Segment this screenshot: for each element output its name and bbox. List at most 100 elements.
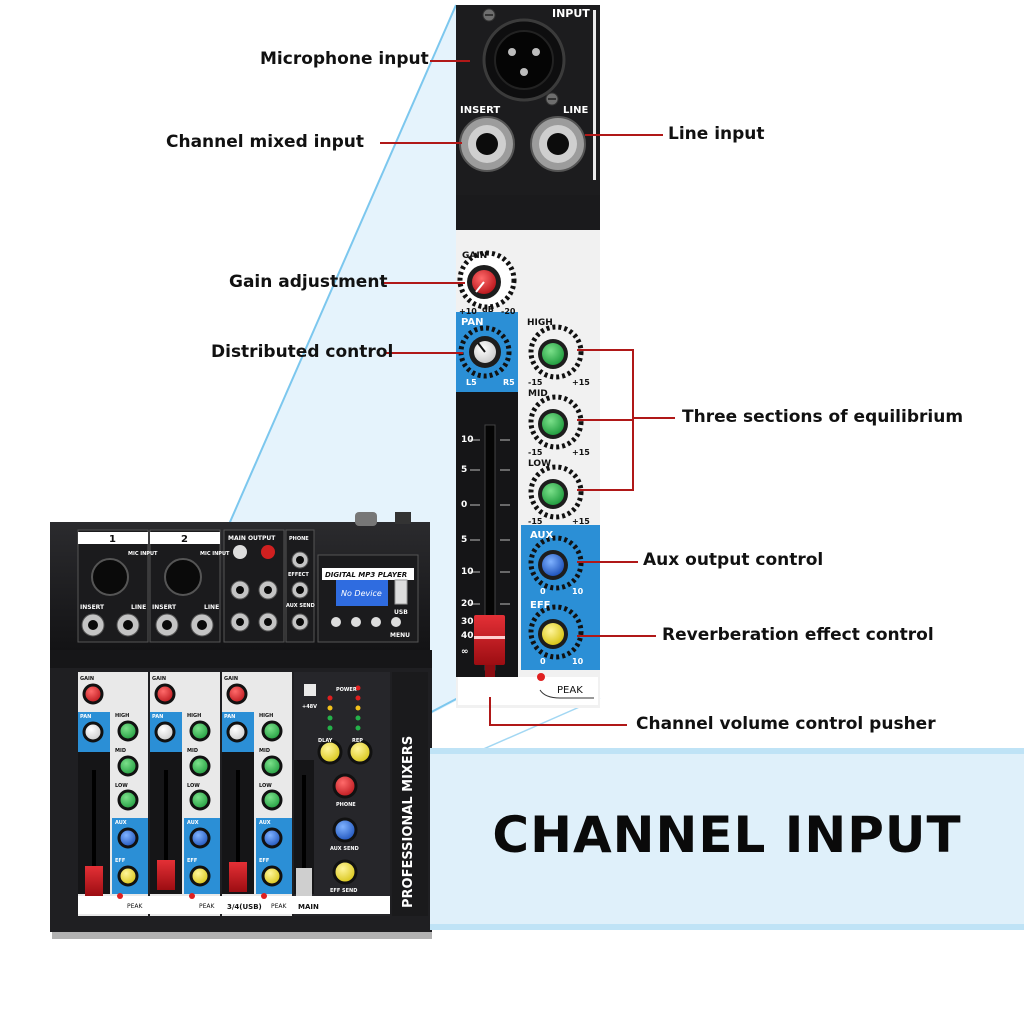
fader-ticks [470,439,510,605]
pan-right-label: R5 [503,378,515,387]
mixer-gain-knob[interactable] [82,683,104,705]
mixer-line-label: LINE [204,604,219,611]
mixer-eff-knob[interactable] [261,865,283,887]
mixer-low-knob[interactable] [189,789,211,811]
mixer-low-label: LOW [259,783,272,789]
mixer-high-label: HIGH [115,713,129,719]
callout-three-sections: Three sections of equilibrium [682,407,964,427]
mixer-effect-label: EFFECT [288,572,309,578]
fader-scale-label: 5 [461,535,467,545]
level-leds [327,685,361,731]
banner-title: CHANNEL INPUT [492,806,962,864]
callout-reverb-effect: Reverberation effect control [662,625,934,645]
callout-distributed-control: Distributed control [211,342,394,362]
mixer-gain-knob[interactable] [226,683,248,705]
callout-volume-pusher: Channel volume control pusher [636,714,936,734]
xlr-microphone-jack[interactable] [482,18,566,102]
gain-knob[interactable] [457,250,517,310]
eq-low-knob[interactable] [528,464,584,520]
mixer-aux-label: AUX [187,820,199,826]
mixer-brand: PROFESSIONAL MIXERS [401,736,416,908]
eq-mid-knob[interactable] [528,394,584,450]
strip-input-label: INPUT [552,7,590,20]
mixer-eff-knob[interactable] [117,865,139,887]
mixer-unit [50,512,432,939]
fader-scale-label: 10 [461,435,474,445]
dlay-knob[interactable] [317,739,343,765]
mixer-mic-input-label: MIC INPUT [200,551,230,557]
pan-label: PAN [461,317,484,328]
mixer-mp3-title: DIGITAL MP3 PLAYER [325,571,407,579]
mixer-gain-label: GAIN [80,676,94,682]
callout-line-input: Line input [668,124,765,144]
eff-send-knob[interactable] [332,859,358,885]
line-jack[interactable] [530,116,586,172]
mixer-ch1-label: 1 [109,534,116,545]
mixer-fader[interactable] [85,770,103,896]
aux-send-knob[interactable] [332,817,358,843]
mixer-eff-knob[interactable] [189,865,211,887]
mid-label: MID [528,389,548,399]
mixer-xlr-2[interactable] [164,558,202,596]
callout-channel-mixed-input: Channel mixed input [166,132,364,152]
strip-line-label: LINE [563,105,588,116]
mixer-aux-send-label: AUX SEND [286,603,315,609]
eq-high-knob[interactable] [528,324,584,380]
phantom-switch[interactable] [304,684,316,696]
mixer-mid-label: MID [259,748,270,754]
mixer-high-knob[interactable] [189,720,211,742]
title-banner: CHANNEL INPUT [430,748,1024,930]
mixer-main-output-label: MAIN OUTPUT [228,535,276,542]
play-button[interactable] [371,617,381,627]
eff-knob[interactable] [528,604,584,660]
rep-knob[interactable] [347,739,373,765]
mixer-phone-label: PHONE [289,536,309,542]
next-button[interactable] [351,617,361,627]
aux-knob[interactable] [528,535,584,591]
mixer-main-fader[interactable] [296,775,312,898]
mixer-peak-label: PEAK [271,903,288,910]
mixer-mid-knob[interactable] [189,755,211,777]
mixer-pan-knob[interactable] [226,721,248,743]
mixer-mid-knob[interactable] [261,755,283,777]
mixer-eff-label: EFF [187,858,197,864]
pan-knob[interactable] [458,325,512,379]
fader-scale-label: 40 [461,631,474,641]
mixer-rep-label: REP [352,738,363,744]
mixer-fader[interactable] [229,770,247,892]
prev-button[interactable] [331,617,341,627]
callout-gain-adjustment: Gain adjustment [229,272,388,292]
mixer-fader[interactable] [157,770,175,890]
mixer-high-label: HIGH [259,713,273,719]
mixer-xlr-1[interactable] [91,558,129,596]
mixer-phantom-label: +48V [302,704,317,710]
gain-label: GAIN [462,251,487,261]
menu-button[interactable] [391,617,401,627]
mixer-aux-knob[interactable] [189,827,211,849]
mixer-menu-label: MENU [390,632,410,639]
mixer-high-knob[interactable] [117,720,139,742]
mixer-low-knob[interactable] [261,789,283,811]
mixer-gain-knob[interactable] [154,683,176,705]
mixer-high-label: HIGH [187,713,201,719]
mixer-aux-knob[interactable] [261,827,283,849]
rca-white[interactable] [233,545,247,559]
fader-scale-label: 10 [461,567,474,577]
callout-aux-output: Aux output control [643,550,824,570]
mixer-pan-label: PAN [224,714,235,720]
mixer-high-knob[interactable] [261,720,283,742]
mixer-pan-knob[interactable] [82,721,104,743]
usb-port[interactable] [394,579,408,605]
mixer-aux-send-knob-label: AUX SEND [330,846,359,852]
high-label: HIGH [527,318,553,328]
mixer-pan-knob[interactable] [154,721,176,743]
mixer-aux-knob[interactable] [117,827,139,849]
low-max-label: +15 [572,517,590,526]
insert-jack[interactable] [459,116,515,172]
phone-knob[interactable] [332,773,358,799]
mixer-low-knob[interactable] [117,789,139,811]
mixer-mid-knob[interactable] [117,755,139,777]
eff-max-label: 10 [572,657,584,666]
rca-red[interactable] [261,545,275,559]
